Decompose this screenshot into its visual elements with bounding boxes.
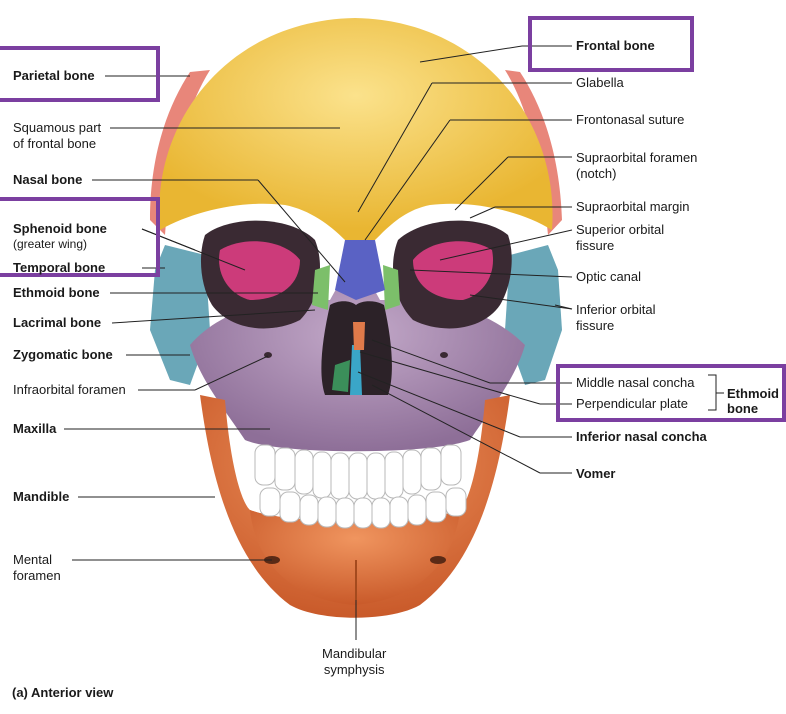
label-inferior-orbital-fissure: Inferior orbital fissure: [576, 302, 656, 333]
lacrimal-right: [383, 265, 400, 310]
label-temporal-bone: Temporal bone: [13, 260, 106, 275]
label-frontal-bone: Frontal bone: [576, 38, 655, 53]
highlight-box-frontal: [528, 16, 694, 72]
figure-caption: (a) Anterior view: [12, 685, 114, 700]
label-mandible: Mandible: [13, 489, 70, 504]
label-vomer: Vomer: [576, 466, 616, 481]
sphenoid-right: [413, 241, 494, 300]
label-lacrimal-bone: Lacrimal bone: [13, 315, 102, 330]
label-supraorbital-foramen: Supraorbital foramen (notch): [576, 150, 698, 181]
sphenoid-left: [219, 241, 300, 300]
mental-foramen-right: [430, 556, 446, 564]
label-zygomatic-bone: Zygomatic bone: [13, 347, 113, 362]
label-nasal-bone: Nasal bone: [13, 172, 83, 187]
label-superior-orbital-fissure: Superior orbital fissure: [576, 222, 665, 253]
highlight-box-ethmoid: [556, 364, 786, 422]
frontal-bone: [159, 18, 553, 240]
label-ethmoid-bone-group: Ethmoid bone: [727, 386, 779, 416]
label-inferior-nasal-concha: Inferior nasal concha: [576, 429, 707, 444]
label-mental-foramen: Mental foramen: [13, 552, 61, 583]
middle-concha-shape: [353, 322, 365, 350]
inferior-concha-shape: [332, 360, 350, 392]
vomer-shape: [350, 345, 362, 395]
label-maxilla: Maxilla: [13, 421, 57, 436]
label-middle-nasal-concha: Middle nasal concha: [576, 375, 695, 390]
label-perpendicular-plate: Perpendicular plate: [576, 396, 689, 411]
infraorbital-foramen-right: [440, 352, 448, 358]
label-ethmoid-bone-left: Ethmoid bone: [13, 285, 100, 300]
nasal-bone: [335, 240, 385, 300]
leader-lines: [64, 45, 724, 640]
label-sphenoid-bone: Sphenoid bone: [13, 221, 107, 236]
label-glabella: Glabella: [576, 75, 624, 90]
label-infraorbital-foramen: Infraorbital foramen: [13, 382, 126, 397]
label-mandibular-symphysis: Mandibular symphysis: [322, 646, 387, 677]
highlight-box-parietal: [0, 46, 160, 102]
highlight-box-sphenoid-temporal: [0, 197, 160, 277]
label-frontonasal-suture: Frontonasal suture: [576, 112, 685, 127]
label-squamous-part: Squamous part of frontal bone: [13, 120, 102, 151]
label-optic-canal: Optic canal: [576, 269, 642, 284]
lacrimal-left: [312, 265, 330, 310]
teeth: [254, 444, 467, 529]
label-supraorbital-margin: Supraorbital margin: [576, 199, 690, 214]
mandible-chin: [250, 510, 460, 605]
label-parietal-bone: Parietal bone: [13, 68, 95, 83]
label-sphenoid-sub: (greater wing): [13, 237, 88, 251]
